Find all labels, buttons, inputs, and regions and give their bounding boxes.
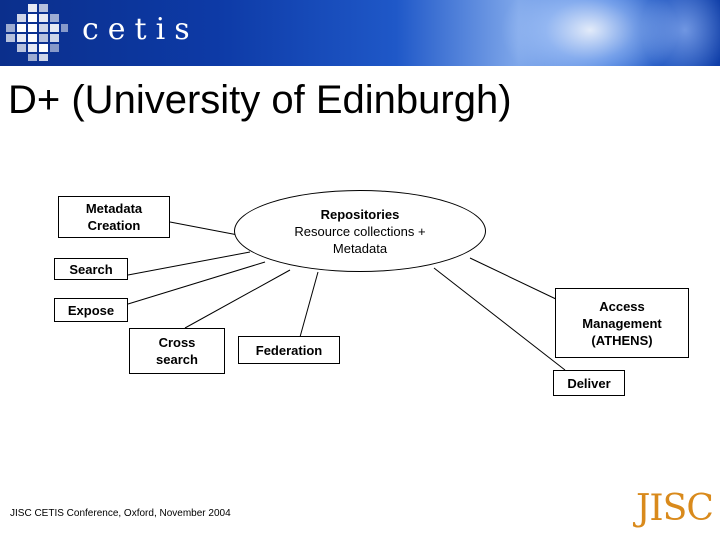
cross-search-box: Cross search — [129, 328, 225, 374]
footer-conference: JISC CETIS Conference, Oxford, November … — [10, 508, 231, 519]
connector-deliver — [433, 267, 566, 371]
deliver-box: Deliver — [553, 370, 625, 396]
repositories-title: Repositories — [320, 206, 400, 222]
repositories-line1: Resource collections + — [294, 223, 426, 239]
connector-search — [127, 251, 251, 276]
header-banner: cetis — [0, 0, 720, 66]
logo-text: cetis — [82, 12, 199, 47]
connector-cross-search — [184, 269, 291, 329]
connector-expose — [127, 261, 266, 305]
page-title: D+ (University of Edinburgh) — [8, 78, 512, 122]
jisc-logo: JISC — [636, 488, 714, 529]
repositories-line2: Metadata — [332, 240, 388, 256]
cetis-logo-icon — [6, 4, 68, 61]
search-box: Search — [54, 258, 128, 280]
expose-box: Expose — [54, 298, 128, 322]
connector-metadata — [169, 221, 239, 236]
repositories-ellipse: Repositories Resource collections + Meta… — [234, 190, 486, 272]
connector-access — [469, 257, 559, 301]
connector-federation — [299, 271, 319, 338]
access-management-box: Access Management (ATHENS) — [555, 288, 689, 358]
federation-box: Federation — [238, 336, 340, 364]
metadata-creation-box: Metadata Creation — [58, 196, 170, 238]
